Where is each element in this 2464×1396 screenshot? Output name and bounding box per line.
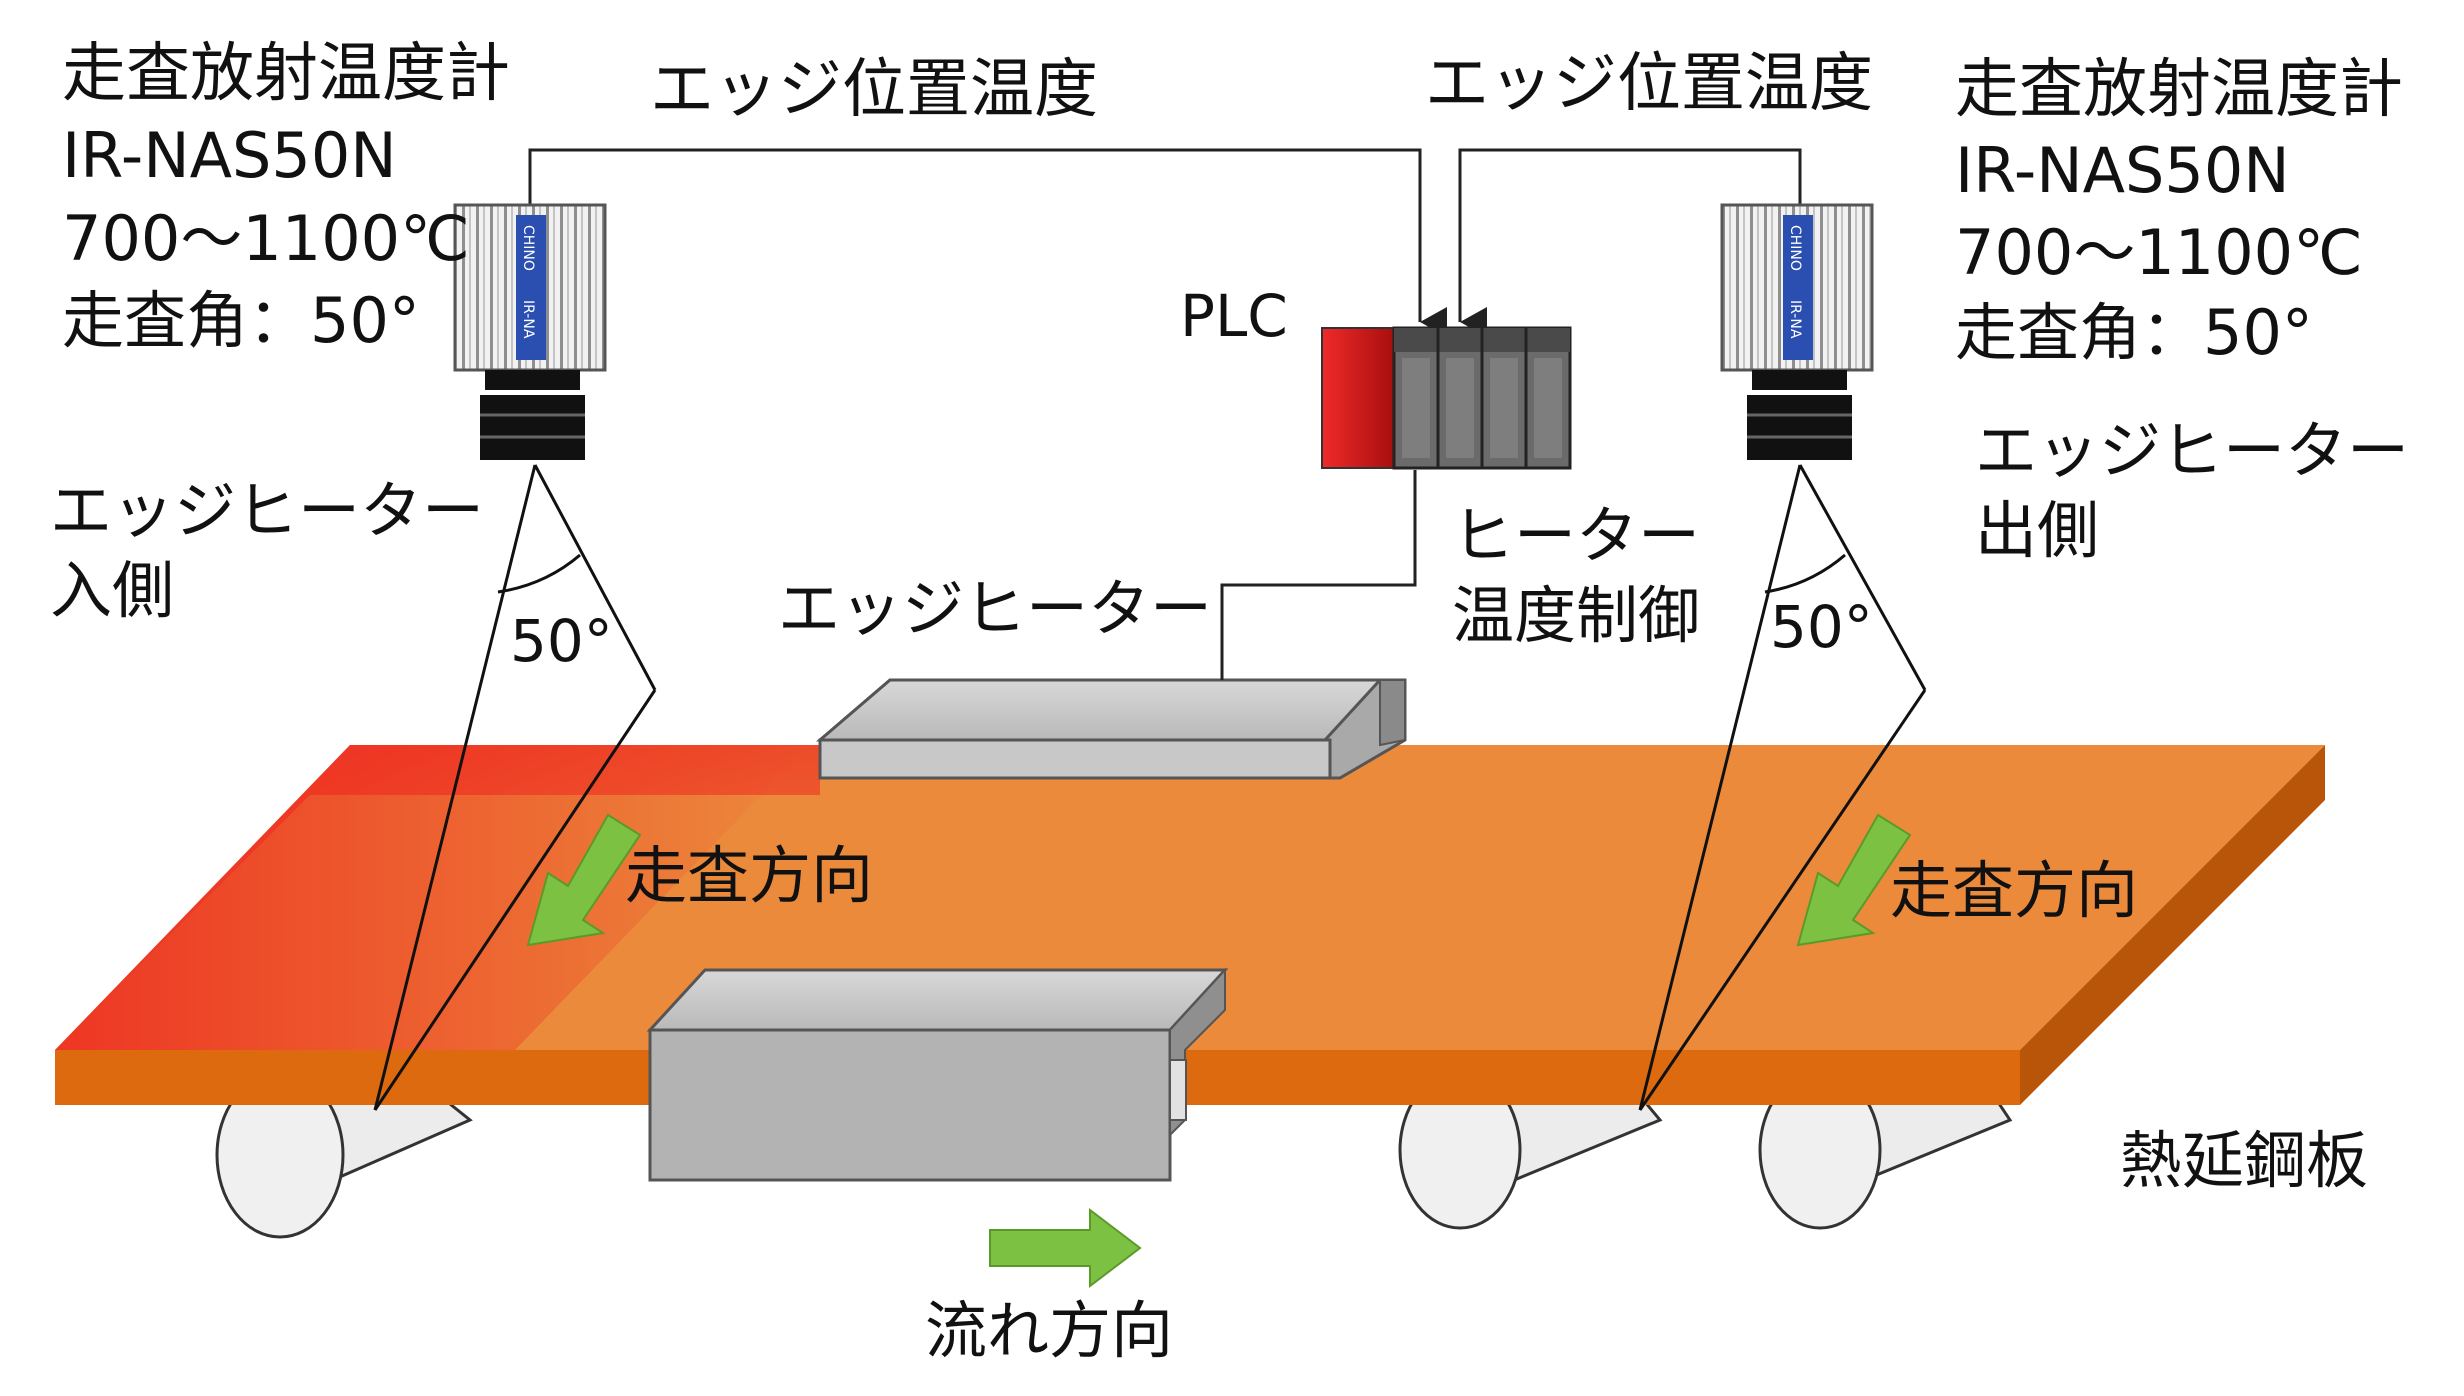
signal-lines: [528, 148, 1802, 680]
inlet-label-line1: エッジヒーター: [50, 474, 485, 547]
heater-control-label-line2: 温度制御: [1452, 579, 1701, 652]
plate-hot-edge-top: [55, 745, 810, 1050]
edge-temp-label-left: エッジ位置温度: [650, 53, 1098, 127]
angle-label-right: 50°: [1770, 593, 1873, 661]
scan-direction-label-right: 走査方向: [1890, 854, 2139, 927]
left-scanner-range: 700～1100℃: [62, 202, 470, 275]
plc-label: PLC: [1180, 282, 1288, 350]
right-scanner-range: 700～1100℃: [1955, 216, 2363, 289]
edge-heater-front: [646, 967, 1229, 1182]
device-model-right: IR-NA: [1787, 300, 1803, 339]
edge-heater-label: エッジヒーター: [778, 572, 1213, 645]
device-brand-right: CHINO: [1787, 225, 1803, 271]
scan-direction-arrow-left: [526, 813, 642, 947]
right-scanner-title: 走査放射温度計: [1955, 53, 2403, 127]
outlet-label-line1: エッジヒーター: [1975, 414, 2410, 487]
device-brand-left: CHINO: [520, 225, 536, 271]
angle-label-left: 50°: [510, 607, 613, 675]
heater-control-line: [1220, 470, 1417, 680]
scan-cone-right: [1638, 464, 1927, 1111]
right-scanner-angle: 走査角：50°: [1955, 296, 2313, 369]
plc-unit: [1321, 326, 1572, 470]
heater-control-label-line1: ヒーター: [1452, 499, 1701, 572]
edge-temp-line-right: [1458, 148, 1802, 337]
device-model-left: IR-NA: [520, 300, 536, 339]
plate-side-face: [2020, 745, 2325, 1105]
right-scanner-model: IR-NAS50N: [1955, 134, 2290, 207]
scanner-device-right: CHINO IR-NA: [1720, 203, 1874, 460]
flow-direction-label: 流れ方向: [925, 1294, 1174, 1367]
scanner-device-left: CHINO IR-NA: [453, 203, 607, 460]
edge-temp-label-right: エッジ位置温度: [1425, 47, 1873, 121]
steel-plate-label: 熱延鋼板: [2120, 1124, 2369, 1197]
scan-direction-arrow-right: [1796, 813, 1912, 947]
left-scanner-title: 走査放射温度計: [62, 37, 510, 111]
flow-direction-arrow: [989, 1207, 1142, 1289]
edge-temp-line-left: [528, 148, 1447, 337]
inlet-label-line2: 入側: [50, 554, 175, 627]
outlet-label-line2: 出側: [1975, 494, 2100, 567]
left-scanner-angle: 走査角：50°: [62, 284, 420, 357]
scan-direction-label-left: 走査方向: [625, 839, 874, 912]
scan-cone-left: [373, 464, 657, 1111]
edge-heater-back: [815, 678, 1407, 780]
left-scanner-model: IR-NAS50N: [62, 119, 397, 192]
plate-hot-edge-strip: [55, 745, 820, 1050]
